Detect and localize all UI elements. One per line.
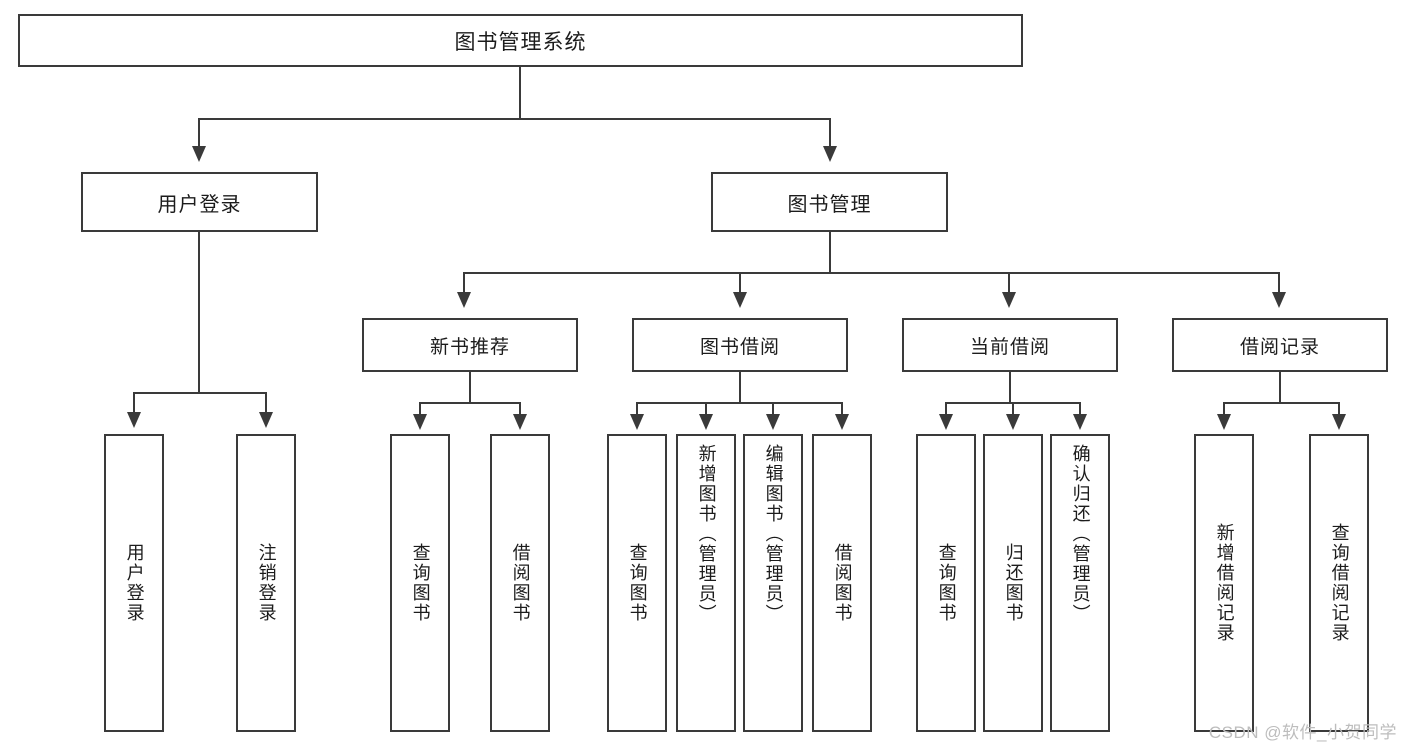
node-label: 查询借阅记录 <box>1329 523 1350 643</box>
arrowhead-user-login <box>192 146 206 162</box>
connector-bb-to-leaf-3 <box>772 402 774 416</box>
node-new-book-recommend[interactable]: 新书推荐 <box>362 318 578 372</box>
connector-new-book-to-leaf-1 <box>419 402 421 416</box>
connector-new-book-stem <box>469 372 471 403</box>
leaf-br-add-record[interactable]: 新增借阅记录 <box>1194 434 1254 732</box>
node-label: 归还图书 <box>1003 543 1024 623</box>
arrowhead-bb-borrow-book <box>835 414 849 430</box>
connector-book-mgmt-to-current <box>1008 272 1010 294</box>
node-label: 借阅图书 <box>832 543 853 623</box>
node-label: 用户登录 <box>124 543 145 623</box>
node-label: 当前借阅 <box>969 336 1050 358</box>
arrowhead-cb-return-book <box>1006 414 1020 430</box>
connector-current-borrow-stem <box>1009 372 1011 403</box>
connector-cb-to-leaf-2 <box>1012 402 1014 416</box>
node-label: 用户登录 <box>157 193 242 216</box>
connector-root-to-book-mgmt <box>829 118 831 148</box>
connector-root-to-user-login <box>198 118 200 148</box>
arrowhead-leaf-logout <box>259 412 273 428</box>
node-current-borrow[interactable]: 当前借阅 <box>902 318 1118 372</box>
connector-book-mgmt-bar <box>463 272 1279 274</box>
connector-borrow-record-stem <box>1279 372 1281 403</box>
arrowhead-current-borrow <box>1002 292 1016 308</box>
arrowhead-cb-confirm-return <box>1073 414 1087 430</box>
node-label: 图书管理系统 <box>454 30 587 54</box>
arrowhead-book-mgmt <box>823 146 837 162</box>
leaf-bb-query-book[interactable]: 查询图书 <box>607 434 667 732</box>
connector-new-book-to-leaf-2 <box>519 402 521 416</box>
arrowhead-bb-add-book <box>699 414 713 430</box>
arrowhead-nb-borrow-book <box>513 414 527 430</box>
connector-user-login-to-leaf-1 <box>133 392 135 414</box>
node-borrow-record[interactable]: 借阅记录 <box>1172 318 1388 372</box>
node-label: 查询图书 <box>936 543 957 623</box>
leaf-cb-return-book[interactable]: 归还图书 <box>983 434 1043 732</box>
connector-br-to-leaf-2 <box>1338 402 1340 416</box>
connector-cb-to-leaf-3 <box>1079 402 1081 416</box>
connector-user-login-bar <box>133 392 266 394</box>
arrowhead-br-query-record <box>1332 414 1346 430</box>
leaf-bb-add-book[interactable]: 新增图书（管理员） <box>676 434 736 732</box>
leaf-bb-edit-book[interactable]: 编辑图书（管理员） <box>743 434 803 732</box>
connector-bb-to-leaf-2 <box>705 402 707 416</box>
node-label: 新增图书（管理员） <box>696 444 717 624</box>
connector-bb-to-leaf-1 <box>636 402 638 416</box>
connector-user-login-stem <box>198 232 200 393</box>
leaf-bb-borrow-book[interactable]: 借阅图书 <box>812 434 872 732</box>
connector-borrow-record-bar <box>1223 402 1340 404</box>
node-label: 编辑图书（管理员） <box>763 444 784 624</box>
node-book-borrow[interactable]: 图书借阅 <box>632 318 848 372</box>
node-label: 查询图书 <box>410 543 431 623</box>
connector-book-borrow-bar <box>636 402 842 404</box>
node-label: 图书借阅 <box>699 336 780 358</box>
leaf-logout[interactable]: 注销登录 <box>236 434 296 732</box>
connector-new-book-bar <box>419 402 520 404</box>
arrowhead-bb-query-book <box>630 414 644 430</box>
node-label: 新增借阅记录 <box>1214 523 1235 643</box>
arrowhead-borrow-record <box>1272 292 1286 308</box>
connector-book-mgmt-to-record <box>1278 272 1280 294</box>
connector-book-borrow-stem <box>739 372 741 403</box>
connector-book-mgmt-stem <box>829 232 831 273</box>
arrowhead-br-add-record <box>1217 414 1231 430</box>
connector-user-login-to-leaf-2 <box>265 392 267 414</box>
node-user-login[interactable]: 用户登录 <box>81 172 318 232</box>
arrowhead-leaf-user-login <box>127 412 141 428</box>
connector-book-mgmt-to-borrow <box>739 272 741 294</box>
arrowhead-cb-query-book <box>939 414 953 430</box>
connector-br-to-leaf-1 <box>1223 402 1225 416</box>
node-book-management[interactable]: 图书管理 <box>711 172 948 232</box>
node-label: 借阅图书 <box>510 543 531 623</box>
arrowhead-bb-edit-book <box>766 414 780 430</box>
node-root-system[interactable]: 图书管理系统 <box>18 14 1023 67</box>
connector-root-stem <box>519 67 521 119</box>
leaf-nb-query-book[interactable]: 查询图书 <box>390 434 450 732</box>
leaf-cb-query-book[interactable]: 查询图书 <box>916 434 976 732</box>
node-label: 图书管理 <box>787 193 872 216</box>
arrowhead-new-book-recommend <box>457 292 471 308</box>
node-label: 查询图书 <box>627 543 648 623</box>
leaf-user-login[interactable]: 用户登录 <box>104 434 164 732</box>
leaf-cb-confirm-return[interactable]: 确认归还（管理员） <box>1050 434 1110 732</box>
leaf-br-query-record[interactable]: 查询借阅记录 <box>1309 434 1369 732</box>
connector-cb-to-leaf-1 <box>945 402 947 416</box>
arrowhead-book-borrow <box>733 292 747 308</box>
connector-book-mgmt-to-new-book <box>463 272 465 294</box>
node-label: 确认归还（管理员） <box>1070 444 1091 624</box>
arrowhead-nb-query-book <box>413 414 427 430</box>
node-label: 借阅记录 <box>1239 336 1320 358</box>
node-label: 注销登录 <box>256 543 277 623</box>
connector-root-bar <box>198 118 831 120</box>
connector-bb-to-leaf-4 <box>841 402 843 416</box>
leaf-nb-borrow-book[interactable]: 借阅图书 <box>490 434 550 732</box>
node-label: 新书推荐 <box>429 336 510 358</box>
